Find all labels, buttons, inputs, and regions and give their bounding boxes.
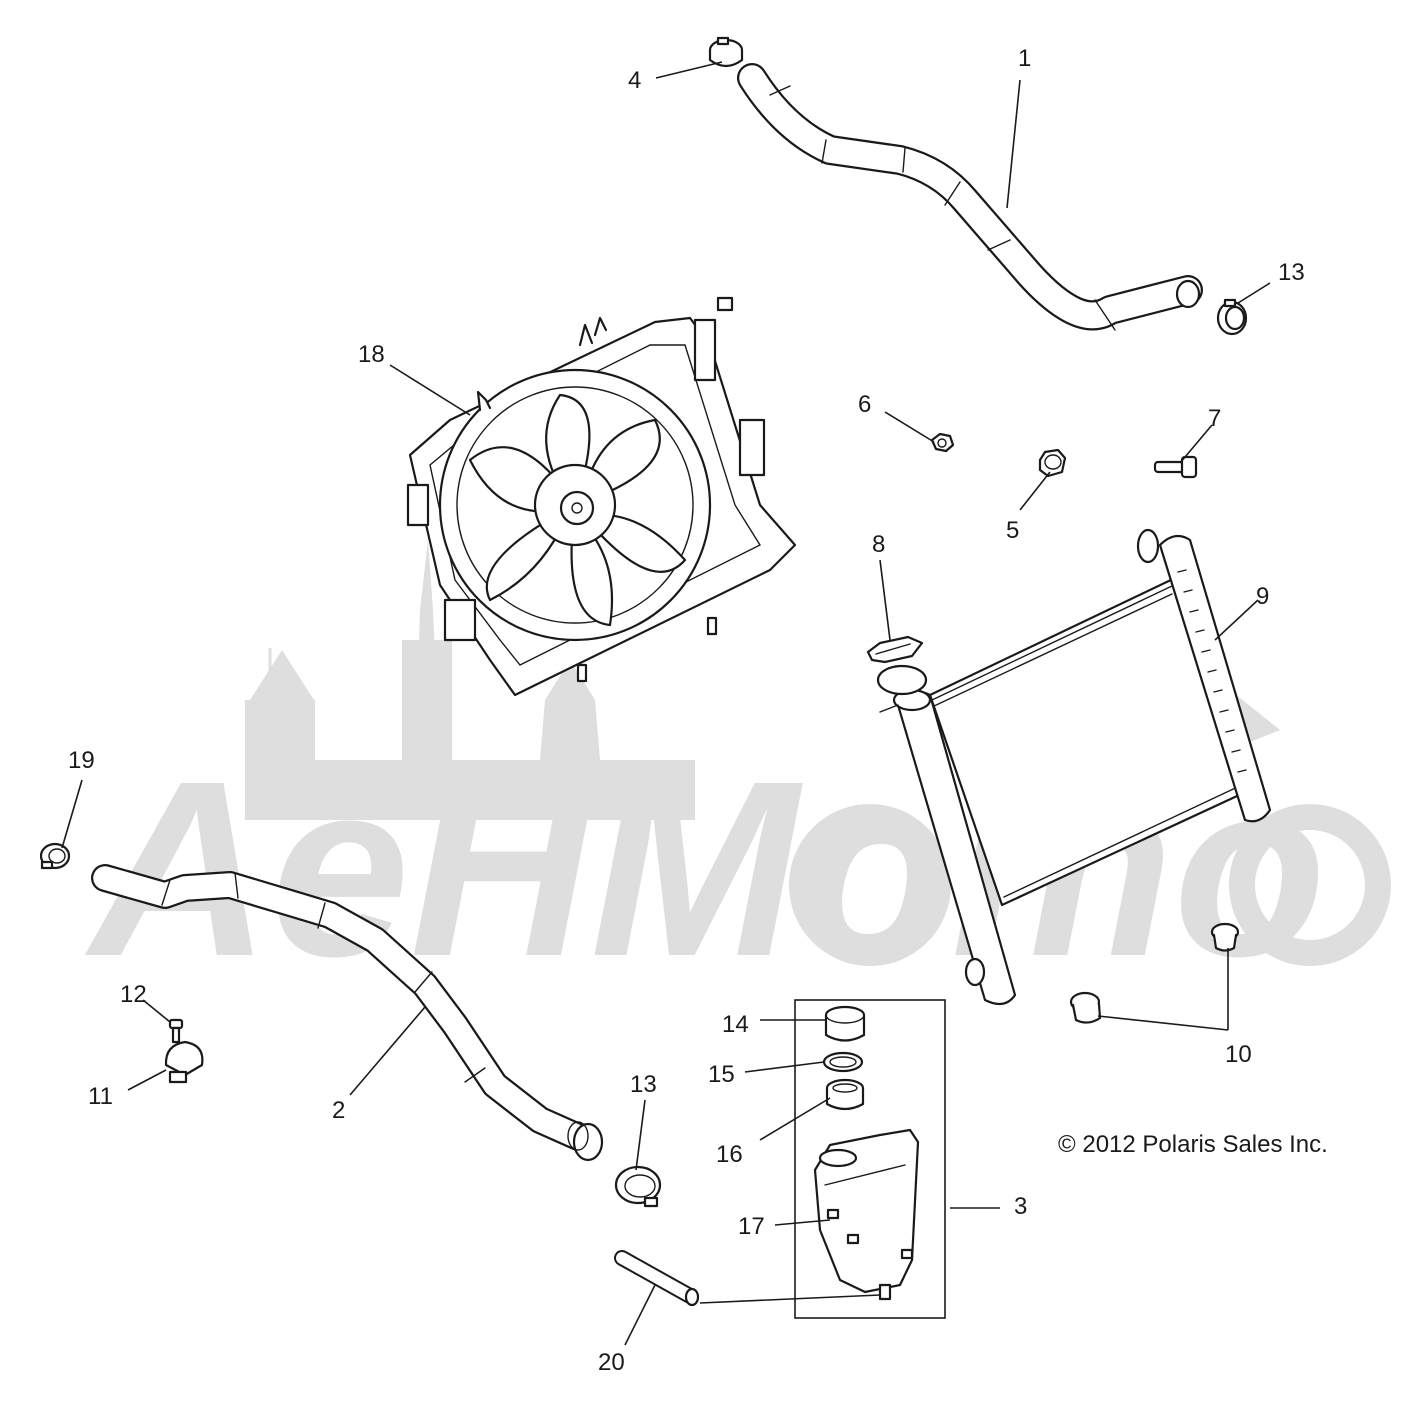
clip-11 [164,1040,204,1084]
callout-12: 12 [120,981,147,1008]
grommets-10 [1069,922,1240,1024]
clamp-4 [708,36,744,68]
callout-11: 11 [88,1083,113,1110]
callout-8: 8 [872,531,885,558]
reservoir-kit-3 [794,999,946,1319]
bolt-12 [168,1018,184,1044]
callout-14: 14 [722,1011,749,1038]
callout-3: 3 [1014,1193,1027,1220]
callout-15: 15 [708,1061,735,1088]
radiator-cap-8 [866,635,924,664]
reservoir-cap-14 [824,1005,866,1042]
bolt-7 [1153,455,1198,479]
callout-13-lower: 13 [630,1071,657,1098]
leader-lines [61,61,1271,1346]
callout-6: 6 [858,391,871,418]
lower-radiator-hose [91,864,604,1162]
grommet-5 [1038,448,1067,478]
clamp-19 [39,842,71,870]
clamp-13-lower [614,1165,662,1208]
copyright-notice: © 2012 Polaris Sales Inc. [1058,1131,1328,1158]
radiator-9 [876,528,1272,1006]
callout-16: 16 [716,1141,743,1168]
callout-10: 10 [1225,1041,1252,1068]
clamp-13-upper [1216,298,1248,336]
callout-1: 1 [1018,45,1031,72]
upper-radiator-hose [737,63,1203,331]
watermark-castle [245,540,695,820]
callout-2: 2 [332,1097,345,1124]
callouts: 1 4 13 18 6 7 5 8 9 19 12 11 2 13 14 15 … [68,45,1305,1376]
insert-16 [825,1078,865,1111]
nut-6 [930,432,955,453]
fan-shroud-assembly [406,296,797,697]
o-ring-15 [822,1051,864,1073]
callout-9: 9 [1256,583,1269,610]
callout-17: 17 [738,1213,765,1240]
callout-18: 18 [358,341,385,368]
reservoir-bottle-17 [813,1128,920,1301]
callout-7: 7 [1208,405,1221,432]
callout-20: 20 [598,1349,625,1376]
callout-19: 19 [68,747,95,774]
overflow-hose-20 [614,1250,700,1307]
callout-4: 4 [628,67,641,94]
radiator-fin-ticks [1177,569,1247,773]
callout-5: 5 [1006,517,1019,544]
callout-13-upper: 13 [1278,259,1305,286]
